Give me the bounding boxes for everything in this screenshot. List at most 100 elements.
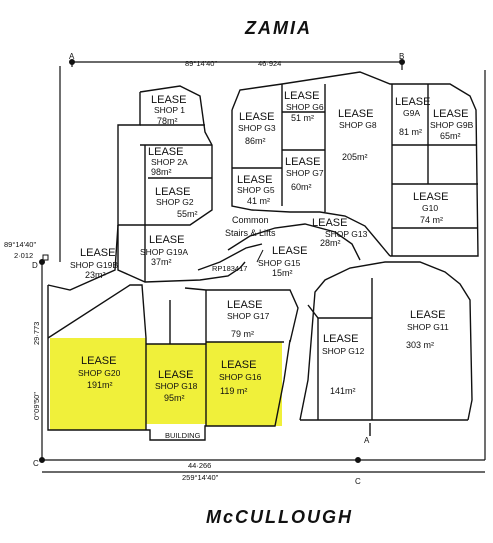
shop-g8[interactable]: LEASE SHOP G8 205m² xyxy=(338,108,377,162)
street-name-north: ZAMIA xyxy=(245,18,312,38)
shop-g16-fill xyxy=(206,342,282,426)
shop-g6[interactable]: LEASE SHOP G6 51 m² xyxy=(284,90,324,123)
shop-g5[interactable]: LEASE SHOP G5 41 m² xyxy=(237,174,275,206)
corner-marker-a xyxy=(69,59,75,65)
common-area-label-2: Stairs & Lifts xyxy=(225,228,276,238)
lease-label: LEASE xyxy=(148,146,183,158)
shop-name: SHOP G8 xyxy=(339,120,377,130)
shop-area: 60m² xyxy=(291,182,312,192)
lease-label: LEASE xyxy=(410,309,445,321)
stair-marker xyxy=(256,249,264,263)
shop-name: SHOP G19B xyxy=(70,260,118,270)
lease-label: LEASE xyxy=(413,191,448,203)
shop-name: SHOP 1 xyxy=(154,105,185,115)
shop-g19a[interactable]: LEASE SHOP G19A 37m² xyxy=(140,234,188,267)
shop-area: 86m² xyxy=(245,136,266,146)
left-length: 29·773 xyxy=(32,322,41,345)
shop-area: 23m² xyxy=(85,270,106,280)
lease-label: LEASE xyxy=(284,90,319,102)
lease-label: LEASE xyxy=(272,245,307,257)
shop-area: 78m² xyxy=(157,116,178,126)
lease-label: LEASE xyxy=(158,369,193,381)
shop-1[interactable]: LEASE SHOP 1 78m² xyxy=(151,94,186,126)
lease-label: LEASE xyxy=(80,247,115,259)
bottom-bearing: 259°14'40" xyxy=(182,473,219,482)
shop-area: 55m² xyxy=(177,209,198,219)
shop-area: 37m² xyxy=(151,257,172,267)
highlighted-shops xyxy=(50,338,282,430)
lease-label: LEASE xyxy=(149,234,184,246)
shop-g13[interactable]: LEASE SHOP G13 28m² xyxy=(312,217,368,248)
corner-label-c-south: C xyxy=(355,477,361,486)
shop-name: SHOP G12 xyxy=(322,346,365,356)
shop-g20[interactable]: LEASE SHOP G20 191m² xyxy=(78,355,121,390)
shop-area: 191m² xyxy=(87,380,113,390)
shop-area: 51 m² xyxy=(291,113,314,123)
shop-g10[interactable]: LEASE G10 74 m² xyxy=(413,191,448,225)
lease-label: LEASE xyxy=(227,299,262,311)
shop-g12[interactable]: LEASE SHOP G12 141m² xyxy=(322,333,365,396)
shop-g9a[interactable]: LEASE G9A 81 m² xyxy=(395,96,430,137)
shop-area: 81 m² xyxy=(399,127,422,137)
corner-label-a: A xyxy=(69,52,75,61)
common-area-label-1: Common xyxy=(232,215,269,225)
shop-name: SHOP G18 xyxy=(155,381,198,391)
shop-g3[interactable]: LEASE SHOP G3 86m² xyxy=(238,111,276,146)
top-bearing: 89°14'40" xyxy=(185,59,217,68)
lease-label: LEASE xyxy=(285,156,320,168)
shop-area: 41 m² xyxy=(247,196,270,206)
shop-g20-fill xyxy=(50,338,146,430)
shop-g18-fill xyxy=(146,344,206,424)
top-length: 46·924 xyxy=(258,59,281,68)
building-outline xyxy=(47,71,479,441)
lease-label: LEASE xyxy=(81,355,116,367)
shop-area: 79 m² xyxy=(231,329,254,339)
shop-g17[interactable]: LEASE SHOP G17 79 m² xyxy=(227,299,270,339)
shop-area: 119 m² xyxy=(220,386,247,396)
shop-g15[interactable]: LEASE SHOP G15 15m² xyxy=(258,245,307,278)
corner-marker-d xyxy=(39,259,45,265)
shop-2a[interactable]: LEASE SHOP 2A 98m² xyxy=(148,146,188,177)
shop-g11[interactable]: LEASE SHOP G11 303 m² xyxy=(406,309,449,350)
shop-name: SHOP G9B xyxy=(430,120,474,130)
lease-label: LEASE xyxy=(312,217,347,229)
shop-name: SHOP 2A xyxy=(151,157,188,167)
shop-area: 65m² xyxy=(440,131,461,141)
shop-g19b[interactable]: LEASE SHOP G19B 23m² xyxy=(70,247,118,280)
shop-name: SHOP G16 xyxy=(219,372,262,382)
left-offset: 2·012 xyxy=(14,251,33,260)
shop-area: 303 m² xyxy=(406,340,434,350)
lease-label: LEASE xyxy=(433,108,468,120)
corner-label-b: B xyxy=(399,52,404,61)
lease-label: LEASE xyxy=(323,333,358,345)
shop-g2[interactable]: LEASE SHOP G2 55m² xyxy=(155,186,198,219)
shop-name: SHOP G17 xyxy=(227,311,270,321)
shop-name: SHOP G11 xyxy=(407,322,449,332)
shop-area: 15m² xyxy=(272,268,293,278)
plan-reference: RP183417 xyxy=(212,264,247,273)
shop-name: SHOP G13 xyxy=(325,229,368,239)
lease-label: LEASE xyxy=(155,186,190,198)
shop-g18[interactable]: LEASE SHOP G18 95m² xyxy=(155,369,198,403)
lease-label: LEASE xyxy=(338,108,373,120)
shop-g16[interactable]: LEASE SHOP G16 119 m² xyxy=(219,359,262,396)
survey-mark-west xyxy=(42,254,49,261)
shop-g9b[interactable]: LEASE SHOP G9B 65m² xyxy=(430,108,474,141)
shop-area: 98m² xyxy=(151,167,172,177)
shop-area: 141m² xyxy=(330,386,356,396)
lease-label: LEASE xyxy=(239,111,274,123)
lease-label: LEASE xyxy=(395,96,430,108)
shop-name: SHOP G6 xyxy=(286,102,324,112)
left-bearing: 89°14'40" xyxy=(4,240,36,249)
corner-label-a-south: A xyxy=(364,436,370,445)
shop-area: 205m² xyxy=(342,152,368,162)
shop-area: 74 m² xyxy=(420,215,443,225)
corner-label-c: C xyxy=(33,459,39,468)
shop-name: SHOP G20 xyxy=(78,368,121,378)
plan-markers xyxy=(39,59,405,463)
shop-name: G9A xyxy=(403,108,420,118)
shop-name: SHOP G3 xyxy=(238,123,276,133)
shop-g7[interactable]: LEASE SHOP G7 60m² xyxy=(285,156,324,192)
shop-name: G10 xyxy=(422,203,438,213)
